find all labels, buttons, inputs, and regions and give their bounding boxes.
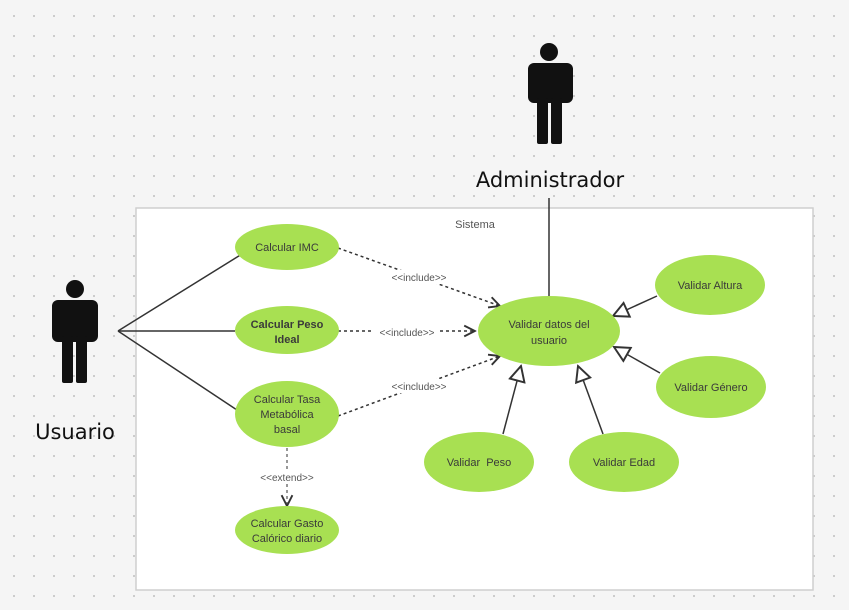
include-label-bg-1 [387,270,451,284]
usecase-calcular-tmb-label-2: Metabólica [260,409,314,421]
actor-usuario-label: Usuario [35,420,115,444]
generalization-edad [578,366,604,435]
include-label-1: <<include>> [391,273,446,284]
usecase-calcular-tmb-label-1: Calcular Tasa [254,394,321,406]
usecase-calcular-tmb[interactable]: Calcular Tasa Metabólica basal [235,381,339,447]
usecase-calcular-imc-label-1: Calcular IMC [255,242,319,254]
usecase-validar-genero-label-1: Validar Género [674,382,747,394]
usecase-calcular-gasto[interactable]: Calcular Gasto Calórico diario [235,506,339,554]
usecase-calcular-peso-ideal-label-1: Calcular Peso [251,319,324,331]
usecase-validar-altura[interactable]: Validar Altura [655,255,765,315]
extend-label-bg [254,470,320,484]
actor-usuario-figure [52,280,98,383]
usecase-validar-datos[interactable]: Validar datos del usuario [478,296,620,366]
usecase-calcular-gasto-label-1: Calcular Gasto [251,518,324,530]
include-label-2: <<include>> [379,328,434,339]
include-label-3: <<include>> [391,382,446,393]
include-label-bg-2 [374,325,440,339]
assoc-usuario-imc [117,253,243,332]
usecase-validar-altura-label-1: Validar Altura [678,280,743,292]
usecase-calcular-peso-ideal[interactable]: Calcular Peso Ideal [235,306,339,354]
extend-label: <<extend>> [260,473,314,484]
assoc-usuario-tmb [117,330,241,413]
usecase-validar-edad-label-1: Validar Edad [593,457,655,469]
usecase-validar-datos-label-1: Validar datos del [508,319,589,331]
system-title: Sistema [455,219,496,231]
usecase-validar-edad[interactable]: Validar Edad [569,432,679,492]
usecase-validar-datos-label-2: usuario [531,335,567,347]
usecase-calcular-tmb-label-3: basal [274,424,300,436]
include-label-bg-3 [387,379,451,393]
actor-administrador-figure [528,43,573,144]
usecase-calcular-peso-ideal-label-2: Ideal [274,334,299,346]
usecase-validar-peso[interactable]: Validar Peso [424,432,534,492]
usecase-validar-peso-label-1: Validar Peso [447,457,512,469]
actor-administrador-label: Administrador [476,168,625,192]
usecase-validar-genero[interactable]: Validar Género [656,356,766,418]
generalization-genero [614,347,661,374]
usecase-calcular-gasto-label-2: Calórico diario [252,533,322,545]
generalization-altura [613,295,658,316]
usecase-calcular-imc[interactable]: Calcular IMC [235,224,339,270]
generalization-peso [502,366,521,435]
